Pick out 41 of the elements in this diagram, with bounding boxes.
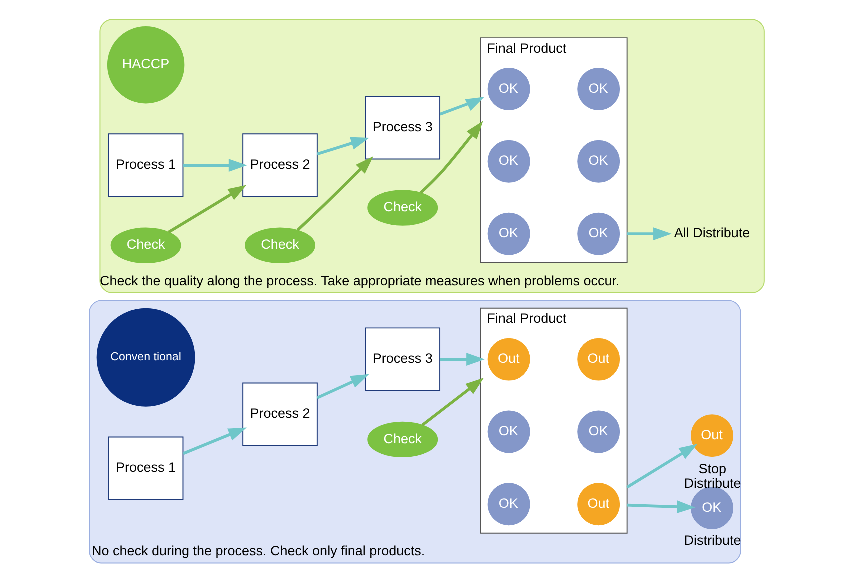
node-circle: OK [487,483,530,526]
node-box: Process 1 [108,134,184,198]
arrow [183,159,247,172]
node-circle: Out [487,338,530,381]
node-circle: OK [487,212,530,256]
node-circle: OK [577,68,620,110]
node-ellipse: Check [367,422,438,458]
arrow [419,121,483,194]
node-circle: OK [487,410,530,454]
node-box: Process 3 [364,96,440,160]
arrow [168,185,246,234]
node-circle: OK [690,487,734,530]
node-label: Distribute [684,533,741,548]
node-circle: HACCP [106,26,184,104]
arrow [439,97,484,116]
node-circle: Out [577,483,620,526]
node-circle: OK [487,68,530,110]
arrow [626,500,696,514]
node-box: Process 1 [108,436,184,501]
node-circle: Out [577,338,620,381]
node-ellipse: Check [110,228,181,264]
node-circle: Conven tional [96,308,195,407]
node-box: Process 3 [364,328,440,392]
node-circle: OK [577,212,620,256]
arrow [316,137,369,156]
node-box: Process 2 [242,134,318,198]
arrow [182,428,246,456]
arrow [296,156,374,232]
node-text: All Distribute [674,226,750,241]
node-circle: OK [577,410,620,454]
arrow [316,374,369,400]
arrow [440,353,484,366]
node-box: Process 2 [242,382,318,446]
node-ellipse: Check [367,190,438,226]
node-circle: OK [487,140,530,183]
arrow [626,228,672,240]
arrow [626,444,698,489]
node-circle: Out [690,414,734,458]
node-circle: OK [577,140,620,183]
node-ellipse: Check [244,228,315,264]
arrow [421,378,484,427]
